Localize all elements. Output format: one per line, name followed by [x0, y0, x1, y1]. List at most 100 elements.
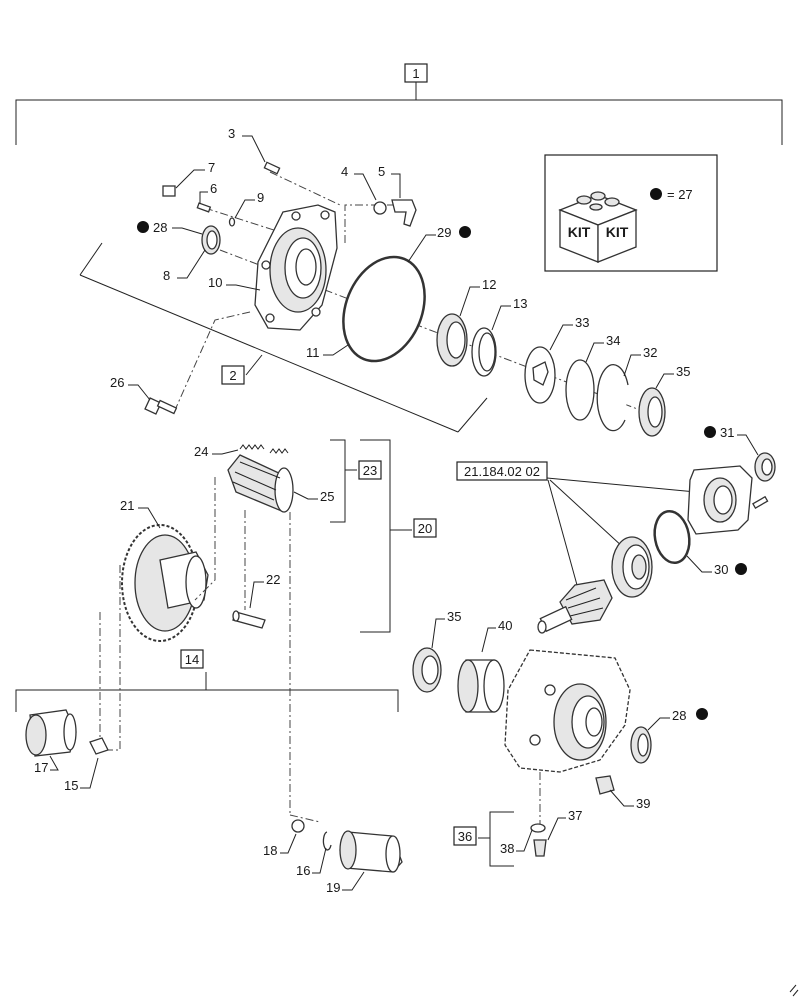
callout-box-14: [180, 649, 204, 669]
callout-box-36: [453, 826, 477, 846]
callout-34: 34: [606, 333, 620, 348]
part-33-thrust-washer: [524, 346, 556, 404]
part-7-block: [162, 185, 176, 197]
callout-13: 13: [513, 296, 527, 311]
callout-15: 15: [64, 778, 78, 793]
callout-3: 3: [228, 126, 235, 141]
callout-32: 32: [643, 345, 657, 360]
part-16-snap-ring: [322, 831, 332, 851]
callout-22: 22: [266, 572, 280, 587]
assembly-1-bracket: 1: [15, 63, 783, 145]
callout-16: 16: [296, 863, 310, 878]
kit-legend: KIT KIT = 27: [544, 154, 718, 272]
callout-39: 39: [636, 796, 650, 811]
part-28b-seal: [630, 726, 652, 764]
part-9-ring: [228, 217, 236, 227]
callout-26: 26: [110, 375, 124, 390]
kit-marker-28b: [696, 708, 708, 720]
callout-21: 21: [120, 498, 134, 513]
callout-25: 25: [320, 489, 334, 504]
part-3-screw: [263, 161, 281, 175]
centerlines-lower: [99, 477, 321, 823]
part-12-seal-carrier: [436, 313, 468, 367]
callout-box-2: [221, 365, 245, 385]
assembly-2-bracket: 2: [79, 242, 488, 433]
kit-label-left: KIT: [568, 224, 591, 240]
part-flange-housing: [687, 465, 769, 535]
callout-36: 36: [458, 829, 472, 844]
callout-23: 23: [363, 463, 377, 478]
part-34-snap-ring: [565, 359, 595, 421]
callout-box-23: [358, 460, 382, 480]
part-19-sleeve: [339, 830, 403, 873]
callout-35b: 35: [447, 609, 461, 624]
kit-box-icon: KIT KIT: [558, 191, 638, 263]
part-8-seal: [201, 225, 221, 255]
part-5-clip: [391, 199, 417, 227]
callout-19: 19: [326, 880, 340, 895]
callout-4: 4: [341, 164, 348, 179]
part-15-bushing: [89, 737, 109, 755]
part-6-pin: [196, 202, 212, 213]
part-pinion-shaft: [537, 579, 613, 634]
callout-6: 6: [210, 181, 217, 196]
callout-11: 11: [306, 345, 320, 360]
part-30-o-ring: [653, 509, 691, 565]
callout-7: 7: [208, 160, 215, 175]
reference-box: [456, 461, 548, 481]
part-18-bushing: [291, 819, 305, 833]
part-39-plug: [595, 775, 615, 795]
callout-2: 2: [229, 368, 236, 383]
callout-40: 40: [498, 618, 512, 633]
callout-box-1: [404, 63, 428, 83]
callout-38: 38: [500, 841, 514, 856]
callout-20: 20: [418, 521, 432, 536]
part-32-retaining-ring: [596, 364, 629, 432]
callout-35a: 35: [676, 364, 690, 379]
callout-28a: 28: [153, 220, 167, 235]
reference-label: 21.184.02 02: [464, 464, 540, 479]
part-4-bushing: [373, 201, 387, 215]
callout-box-20: [413, 518, 437, 538]
callout-31: 31: [720, 425, 734, 440]
kit-marker-29: [459, 226, 471, 238]
kit-marker-30: [735, 563, 747, 575]
callout-10: 10: [208, 275, 222, 290]
part-bearing-reference: [611, 536, 653, 598]
part-38-washer: [530, 823, 546, 833]
part-40-bearing-cup: [457, 659, 505, 713]
callout-17: 17: [34, 760, 48, 775]
kit-marker-28a: [137, 221, 149, 233]
part-11-o-ring: [342, 255, 426, 363]
kit-equation: = 27: [667, 187, 693, 202]
assembly-14-bracket: 14: [15, 649, 399, 712]
part-35a-bearing: [638, 387, 666, 437]
callout-5: 5: [378, 164, 385, 179]
callout-12: 12: [482, 277, 496, 292]
part-25-roller-cage: [227, 454, 294, 513]
part-24-springs: [239, 444, 289, 454]
callout-28b: 28: [672, 708, 686, 723]
part-axle-housing: [504, 649, 631, 773]
callout-9: 9: [257, 190, 264, 205]
callout-18: 18: [263, 843, 277, 858]
callout-8: 8: [163, 268, 170, 283]
callout-14: 14: [185, 652, 199, 667]
kit-marker-dot: [650, 188, 662, 200]
part-22-pin: [232, 610, 266, 629]
part-17-sleeve: [25, 709, 77, 757]
part-35b-bearing: [412, 647, 442, 693]
callout-29: 29: [437, 225, 451, 240]
callout-33: 33: [575, 315, 589, 330]
part-26-bolt: [144, 397, 178, 415]
callout-30: 30: [714, 562, 728, 577]
part-21-ring-gear: [121, 524, 209, 642]
callout-24: 24: [194, 444, 208, 459]
assembly-36-bracket: 36: [453, 772, 541, 867]
assembly-20-bracket: 20: [360, 439, 437, 633]
part-10-housing-cover: [254, 204, 338, 331]
callout-1: 1: [412, 66, 419, 81]
part-13-ring: [471, 327, 497, 377]
callout-37: 37: [568, 808, 582, 823]
